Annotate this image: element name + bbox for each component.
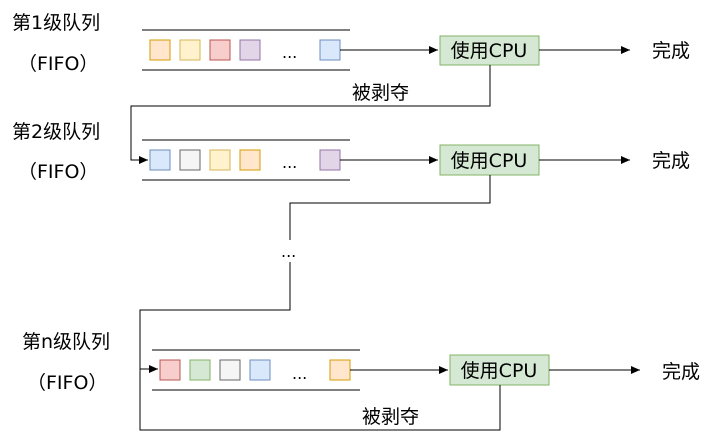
- preempt-label-1: 被剥夺: [352, 82, 409, 104]
- queue-2-process-block: [209, 149, 231, 171]
- queue-1-process-block: [239, 39, 261, 61]
- preempt-arrow-1: [130, 65, 491, 164]
- preempt-arrow-2: [139, 262, 291, 373]
- queue-2-title: 第2级队列: [12, 121, 100, 143]
- queue-n-process-block: [159, 359, 181, 381]
- queue-n-last-block: [329, 359, 351, 381]
- queue-2-process-block: [149, 149, 171, 171]
- preempt-arrow-n: [139, 369, 501, 431]
- queue-2-cpu-label: 使用CPU: [451, 150, 528, 172]
- queue-1-title: 第1级队列: [12, 12, 100, 34]
- queue-1-process-block: [209, 39, 231, 61]
- queue-2: 第2级队列 （FIFO） ... 使用CPU 完成: [12, 121, 690, 183]
- queue-1-cpu-label: 使用CPU: [451, 40, 528, 62]
- queue-1-subtitle: （FIFO）: [18, 53, 98, 75]
- queue-n: 第n级队列 （FIFO） ... 使用CPU 完成: [22, 331, 700, 394]
- queue-1-done-label: 完成: [652, 40, 690, 62]
- queue-2-subtitle: （FIFO）: [18, 161, 98, 183]
- queue-2-cpu-box: [439, 144, 540, 176]
- preempt-label-n: 被剥夺: [362, 406, 419, 428]
- queue-1-process-block: [149, 39, 171, 61]
- queue-1-last-block: [319, 39, 341, 61]
- queue-n-done-label: 完成: [662, 361, 700, 383]
- queue-n-process-block: [249, 359, 271, 381]
- queue-2-done-label: 完成: [652, 150, 690, 172]
- queue-n-title: 第n级队列: [22, 331, 110, 353]
- queue-2-last-block: [319, 149, 341, 171]
- queue-1: 第1级队列 （FIFO） ... 使用CPU 完成: [12, 12, 690, 75]
- queue-n-subtitle: （FIFO）: [27, 372, 107, 394]
- queue-1-process-block: [179, 39, 201, 61]
- queue-n-process-block: [219, 359, 241, 381]
- queue-2-process-block: [239, 149, 261, 171]
- queue-1-cpu-box: [439, 35, 540, 66]
- preempt-path-2-upper: [289, 175, 491, 240]
- queue-1-ellipsis: ...: [282, 43, 297, 62]
- queue-n-ellipsis: ...: [292, 364, 307, 383]
- queue-2-process-block: [179, 149, 201, 171]
- queue-n-cpu-label: 使用CPU: [461, 360, 538, 382]
- queue-2-ellipsis: ...: [282, 153, 297, 172]
- queue-n-process-block: [189, 359, 211, 381]
- between-queues-ellipsis: ...: [281, 242, 296, 261]
